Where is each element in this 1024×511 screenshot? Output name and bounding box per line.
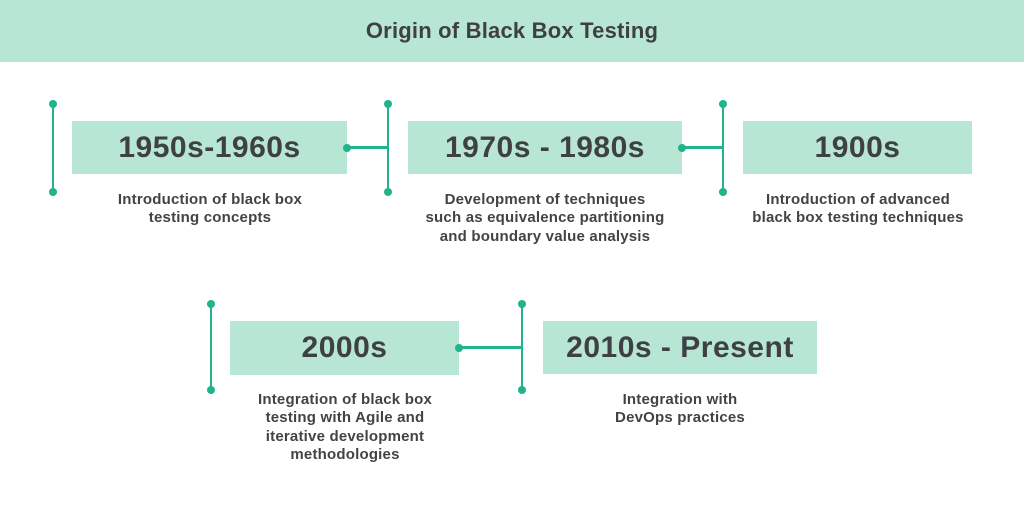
period-label: 2010s - Present — [566, 330, 794, 364]
timeline-vertical-line — [719, 100, 727, 196]
period-box: 1950s-1960s — [72, 121, 347, 174]
timeline-vertical-line — [49, 100, 57, 196]
timeline-connector — [343, 143, 389, 152]
milestone-description: Integration with DevOps practices — [615, 391, 745, 427]
infographic-title: Origin of Black Box Testing — [365, 18, 659, 43]
period-label: 2000s — [301, 331, 388, 364]
timeline-connector — [678, 143, 724, 152]
milestone-description: Development of techniques such as equiva… — [425, 191, 665, 245]
line-endpoint-dot-bottom — [719, 188, 727, 196]
title-bar: Origin of Black Box Testing — [0, 0, 1024, 62]
period-box: 1900s — [743, 121, 972, 174]
timeline-vertical-line — [207, 300, 215, 394]
milestone-description: Integration of black box testing with Ag… — [258, 391, 432, 463]
period-label: 1950s-1960s — [118, 130, 301, 164]
timeline-vertical-line — [518, 300, 526, 394]
line-endpoint-dot-bottom — [384, 188, 392, 196]
line-endpoint-dot-top — [207, 300, 215, 308]
line-endpoint-dot-bottom — [518, 386, 526, 394]
milestone-description: Introduction of advanced black box testi… — [752, 191, 964, 227]
period-label: 1900s — [814, 130, 901, 164]
timeline-connector — [455, 343, 522, 352]
line-endpoint-dot-top — [719, 100, 727, 108]
timeline-vertical-line — [384, 100, 392, 196]
period-box: 2010s - Present — [543, 321, 817, 374]
period-label: 1970s - 1980s — [444, 130, 645, 164]
line-endpoint-dot-bottom — [49, 188, 57, 196]
line-endpoint-dot-top — [384, 100, 392, 108]
line-endpoint-dot-top — [49, 100, 57, 108]
line-endpoint-dot-top — [518, 300, 526, 308]
connector-dot — [455, 343, 463, 352]
connector-dot — [678, 143, 686, 152]
connector-dot — [343, 143, 351, 152]
line-endpoint-dot-bottom — [207, 386, 215, 394]
period-box: 2000s — [230, 321, 459, 375]
milestone-description: Introduction of black box testing concep… — [117, 191, 303, 227]
period-box: 1970s - 1980s — [408, 121, 682, 174]
